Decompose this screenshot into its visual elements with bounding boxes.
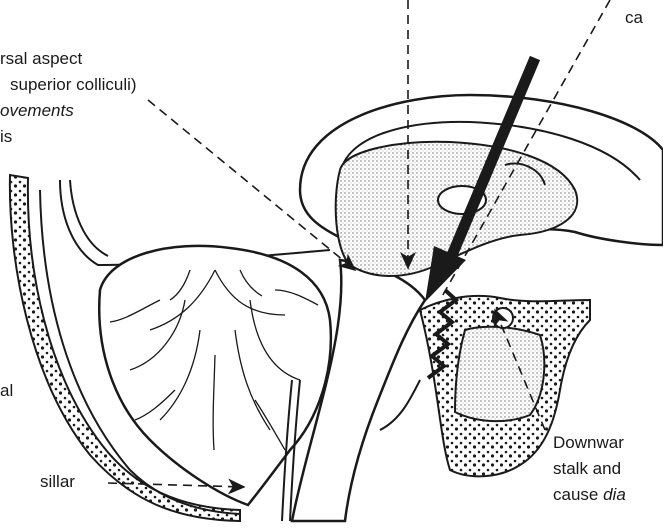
label-downward-line2: stalk and <box>553 458 621 480</box>
cerebellum <box>99 246 331 505</box>
label-dorsal-line3: ovements <box>0 100 74 122</box>
label-tonsillar: sillar <box>40 471 75 493</box>
label-downward-line3-italic: dia <box>603 485 626 504</box>
label-dorsal-line4: is <box>0 126 12 148</box>
label-left-mid: al <box>0 380 13 402</box>
label-dorsal-line2: superior colliculi) <box>10 74 137 96</box>
label-downward-line1: Downwar <box>553 432 624 454</box>
label-top-right: ca <box>625 7 643 29</box>
label-downward-line3-plain: cause <box>553 485 603 504</box>
label-dorsal-line1: rsal aspect <box>0 48 82 70</box>
label-downward-line3: cause dia <box>553 484 626 506</box>
